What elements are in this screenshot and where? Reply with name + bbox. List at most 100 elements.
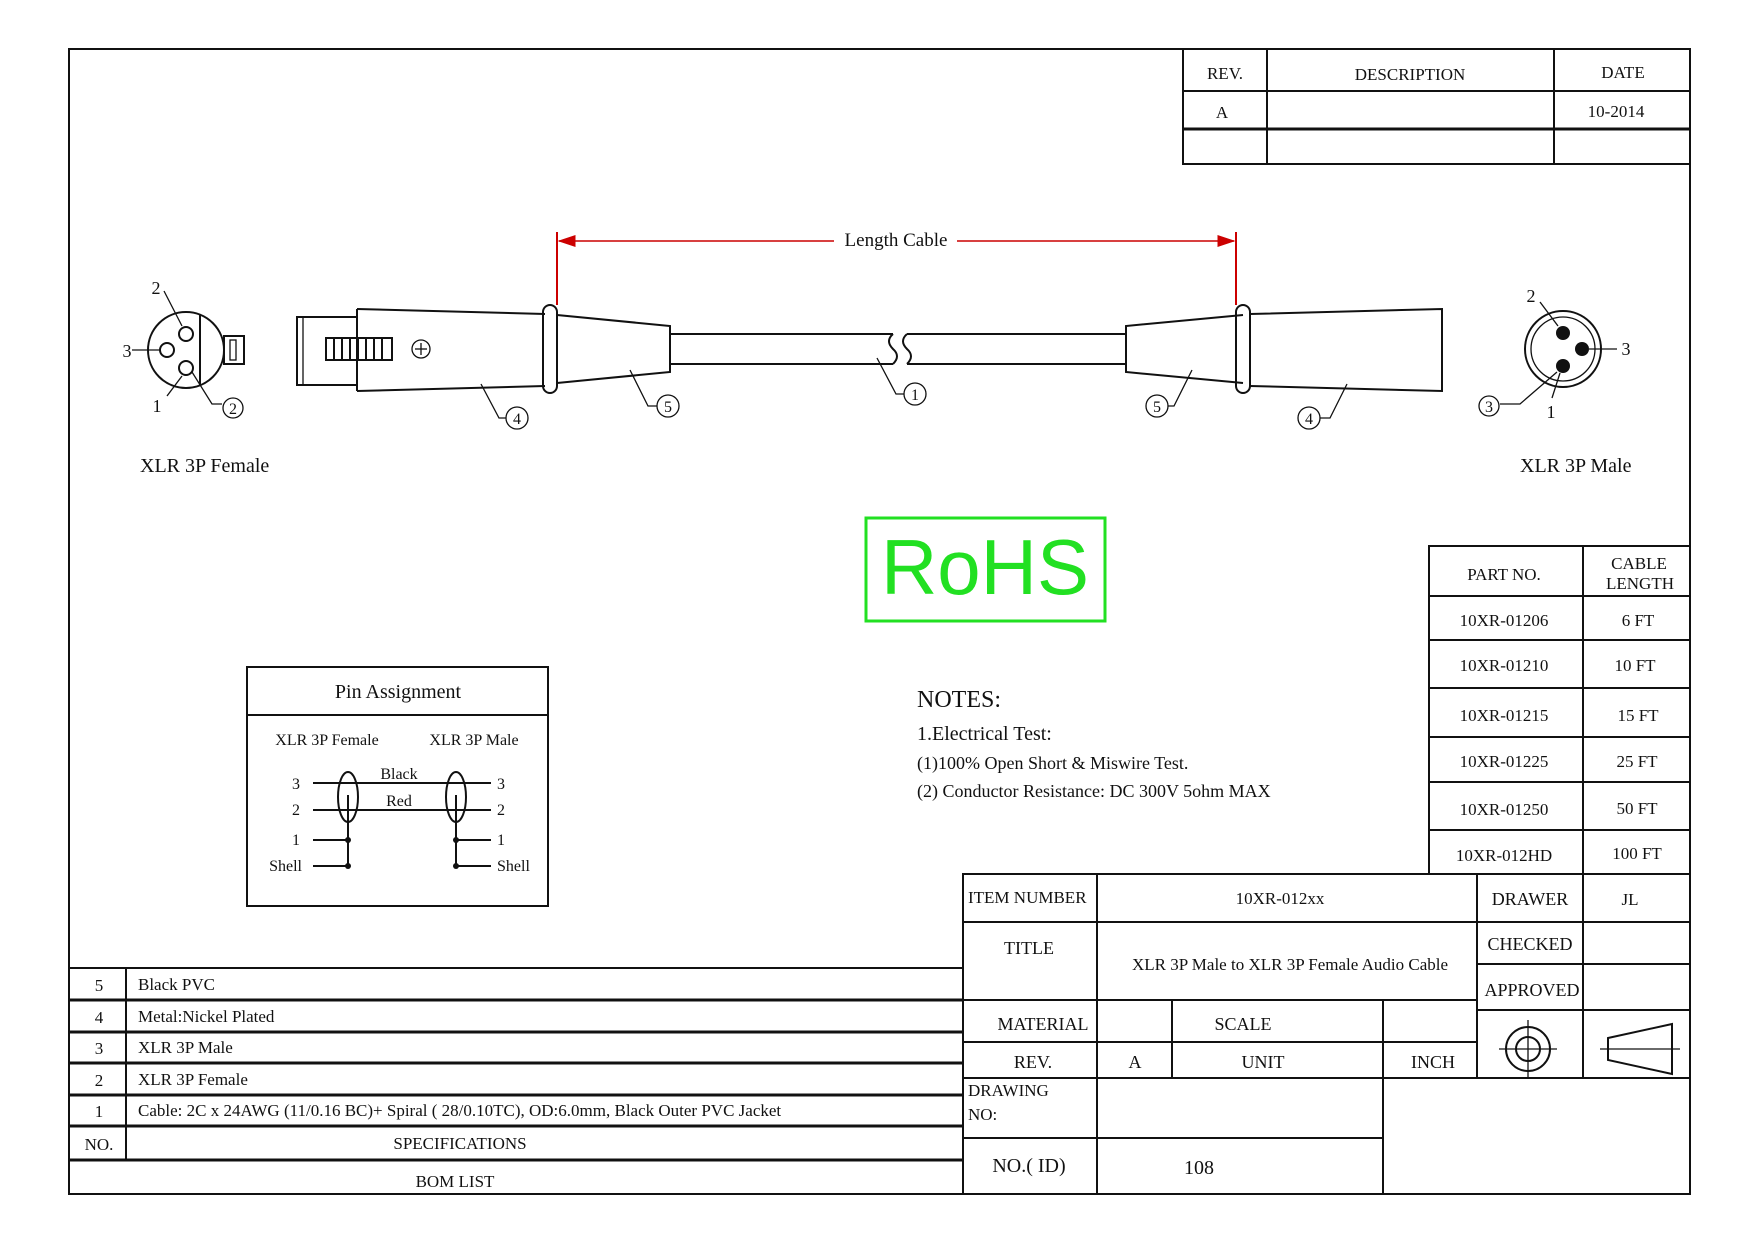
- length-6: 100 FT: [1612, 844, 1662, 863]
- female-pin-3: 3: [123, 341, 132, 361]
- female-connector-label: XLR 3P Female: [140, 455, 269, 477]
- description-header: DESCRIPTION: [1355, 65, 1466, 84]
- date-value: 10-2014: [1588, 102, 1645, 121]
- part-no-2: 10XR-01210: [1460, 656, 1549, 675]
- female-pin-2: 2: [152, 278, 161, 298]
- title-block: ITEM NUMBER 10XR-012xx DRAWER JL TITLE X…: [962, 873, 1691, 1195]
- bom-spec-1: Cable: 2C x 24AWG (11/0.16 BC)+ Spiral (…: [138, 1101, 781, 1120]
- male-pin-2: 2: [1527, 286, 1536, 306]
- drawing-no-label-1: DRAWING: [968, 1081, 1049, 1100]
- bom-no-3: 3: [95, 1039, 104, 1058]
- length-3: 15 FT: [1617, 706, 1659, 725]
- male-pin-row-shell: Shell: [497, 858, 530, 875]
- male-pin-row-2: 2: [497, 802, 505, 819]
- wire-label-red: Red: [386, 793, 412, 810]
- rev-value: A: [1216, 103, 1229, 122]
- callout-1: 1: [911, 387, 919, 404]
- bom-table: 5 Black PVC 4 Metal:Nickel Plated 3 XLR …: [69, 967, 963, 1191]
- length-dimension: Length Cable: [556, 230, 1237, 305]
- notes-line-1: 1.Electrical Test:: [917, 723, 1052, 745]
- rev-value-title-block: A: [1129, 1052, 1142, 1072]
- cable-assembly: [296, 304, 1443, 394]
- callout-3: 3: [1485, 399, 1493, 416]
- part-no-6: 10XR-012HD: [1456, 846, 1552, 865]
- bom-no-2: 2: [95, 1071, 104, 1090]
- title-value: XLR 3P Male to XLR 3P Female Audio Cable: [1132, 955, 1448, 974]
- rev-header: REV.: [1207, 64, 1243, 83]
- length-1: 6 FT: [1622, 611, 1655, 630]
- length-2: 10 FT: [1614, 656, 1656, 675]
- male-pin-row-3: 3: [497, 776, 505, 793]
- cable-header: CABLE: [1611, 554, 1667, 573]
- length-cable-label: Length Cable: [845, 230, 948, 251]
- rohs-text: RoHS: [881, 523, 1089, 611]
- date-header: DATE: [1601, 63, 1644, 82]
- part-no-header: PART NO.: [1467, 565, 1541, 584]
- assembly-callouts: 4 5 1 5 4: [480, 357, 1348, 430]
- female-pin-row-shell: Shell: [269, 858, 302, 875]
- bom-spec-3: XLR 3P Male: [138, 1038, 233, 1057]
- male-connector-label: XLR 3P Male: [1520, 455, 1632, 477]
- callout-4-right: 4: [1305, 411, 1313, 428]
- bom-spec-4: Metal:Nickel Plated: [138, 1007, 275, 1026]
- projection-cone-symbol: [1600, 1022, 1680, 1076]
- rev-label: REV.: [1014, 1052, 1052, 1072]
- callout-4-left: 4: [513, 411, 521, 428]
- unit-value: INCH: [1411, 1052, 1455, 1072]
- xlr-male-face-view: 2 3 1 3: [1478, 286, 1631, 422]
- xlr-female-face-view: 2 3 1 2: [123, 278, 245, 419]
- male-pin-1: 1: [1547, 402, 1556, 422]
- notes-line-3: (2) Conductor Resistance: DC 300V 5ohm M…: [917, 781, 1271, 802]
- female-pin-1: 1: [153, 396, 162, 416]
- bom-header-no: NO.: [85, 1135, 114, 1154]
- pin-assignment-female-header: XLR 3P Female: [275, 732, 378, 749]
- female-pin-row-1: 1: [292, 832, 300, 849]
- bom-no-5: 5: [95, 976, 104, 995]
- id-label: NO.( ID): [992, 1155, 1065, 1177]
- part-no-5: 10XR-01250: [1460, 800, 1549, 819]
- approved-label: APPROVED: [1484, 980, 1579, 1000]
- pin-assignment-male-header: XLR 3P Male: [429, 732, 518, 749]
- title-label: TITLE: [1004, 938, 1054, 958]
- length-4: 25 FT: [1616, 752, 1658, 771]
- bom-header-spec: SPECIFICATIONS: [393, 1134, 526, 1153]
- item-number-label: ITEM NUMBER: [968, 888, 1087, 907]
- third-angle-projection-symbol: [1499, 1020, 1557, 1078]
- pin-assignment-title: Pin Assignment: [335, 681, 462, 703]
- female-pin-row-2: 2: [292, 802, 300, 819]
- bom-no-1: 1: [95, 1102, 104, 1121]
- wire-label-black: Black: [380, 766, 417, 783]
- checked-label: CHECKED: [1488, 934, 1573, 954]
- part-no-3: 10XR-01215: [1460, 706, 1549, 725]
- bom-footer: BOM LIST: [416, 1172, 495, 1191]
- part-number-table: PART NO. CABLE LENGTH 10XR-01206 6 FT 10…: [1428, 545, 1691, 875]
- bom-spec-5: Black PVC: [138, 975, 215, 994]
- scale-label: SCALE: [1214, 1014, 1271, 1034]
- length-header: LENGTH: [1606, 574, 1674, 593]
- callout-5-left: 5: [664, 399, 672, 416]
- drawer-label: DRAWER: [1492, 889, 1569, 909]
- id-value: 108: [1184, 1157, 1214, 1179]
- male-pin-row-1: 1: [497, 832, 505, 849]
- pin-assignment-box: Pin Assignment XLR 3P Female XLR 3P Male…: [246, 666, 549, 907]
- item-number-value: 10XR-012xx: [1236, 889, 1325, 908]
- female-pin-row-3: 3: [292, 776, 300, 793]
- bom-spec-2: XLR 3P Female: [138, 1070, 248, 1089]
- rohs-logo: RoHS: [864, 516, 1107, 623]
- callout-2: 2: [229, 401, 237, 418]
- revision-block: REV. DESCRIPTION DATE A 10-2014: [1182, 48, 1691, 165]
- drawing-no-label-2: NO:: [968, 1105, 997, 1124]
- drawer-value: JL: [1622, 890, 1639, 909]
- notes-line-2: (1)100% Open Short & Miswire Test.: [917, 753, 1188, 774]
- length-5: 50 FT: [1616, 799, 1658, 818]
- bom-no-4: 4: [95, 1008, 104, 1027]
- notes-heading: NOTES:: [917, 687, 1001, 713]
- part-no-4: 10XR-01225: [1460, 752, 1549, 771]
- callout-5-right: 5: [1153, 399, 1161, 416]
- material-label: MATERIAL: [998, 1014, 1089, 1034]
- male-pin-3: 3: [1622, 339, 1631, 359]
- notes: NOTES: 1.Electrical Test: (1)100% Open S…: [917, 687, 1271, 802]
- part-no-1: 10XR-01206: [1460, 611, 1549, 630]
- unit-label: UNIT: [1242, 1052, 1285, 1072]
